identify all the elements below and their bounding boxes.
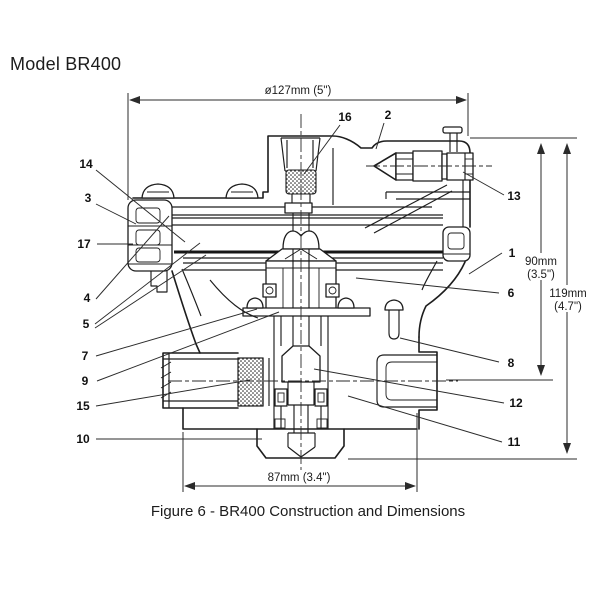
callout-leader-3 (95, 203, 137, 225)
left-flange-block (127, 199, 173, 272)
callout-label-5: 5 (83, 317, 90, 331)
callout-label-2: 2 (385, 108, 392, 122)
callout-label-11: 11 (508, 435, 521, 449)
cover-bolt-left (141, 183, 175, 199)
dim-height-total-value: 119mm (549, 288, 587, 300)
callout-leader-8 (399, 337, 500, 363)
valve-stem (292, 249, 310, 346)
callout-leader-6 (355, 277, 500, 294)
callout-label-4: 4 (84, 291, 91, 305)
callout-label-12: 12 (509, 396, 523, 410)
diaphragm-flange-band (127, 199, 471, 272)
pilot-screw-head (442, 126, 463, 134)
valve-cage (273, 316, 329, 429)
callout-leader-5 (94, 254, 207, 329)
dimension-lines: ø127mm (5") 90mm (3.5") 119mm (4.7") 87m… (127, 85, 591, 492)
callout-leader-13 (462, 171, 505, 196)
figure-caption: Figure 6 - BR400 Construction and Dimens… (150, 503, 466, 520)
strainer-stipple (237, 357, 264, 407)
callout-leader-9 (96, 311, 280, 382)
callout-label-10: 10 (76, 432, 90, 446)
bleed-pin (384, 299, 404, 311)
callout-leader-11 (347, 395, 503, 443)
dim-height-total-inches: (4.7") (554, 301, 582, 313)
callout-leader-14 (95, 169, 186, 243)
callout-label-13: 13 (507, 189, 521, 203)
callout-label-7: 7 (82, 349, 89, 363)
callout-leader-15 (95, 379, 251, 407)
dim-height-upper-value: 90mm (525, 256, 557, 268)
callout-leader-12 (313, 368, 505, 404)
bottom-flange (256, 428, 345, 459)
lower-body (160, 316, 438, 459)
callout-leader-5 (94, 242, 201, 325)
callout-label-14: 14 (79, 157, 93, 171)
callout-label-8: 8 (508, 356, 515, 370)
callout-label-9: 9 (82, 374, 89, 388)
right-flange-block (442, 226, 471, 262)
callout-label-3: 3 (85, 191, 92, 205)
callout-leader-1 (468, 252, 503, 275)
seat-plate (242, 307, 371, 317)
callout-label-15: 15 (76, 399, 90, 413)
callout-label-1: 1 (509, 246, 516, 260)
dim-height-upper-inches: (3.5") (527, 269, 555, 281)
callout-label-6: 6 (508, 286, 515, 300)
callout-leader-16 (303, 124, 341, 175)
pilot-assembly (373, 126, 474, 182)
callout-label-16: 16 (338, 110, 352, 124)
callout-leader-4 (95, 215, 170, 300)
cover-bolt-right (225, 183, 259, 199)
drain-plug (287, 432, 316, 458)
centerlines (168, 114, 492, 470)
callout-leader-2 (375, 122, 385, 150)
callout-label-17: 17 (77, 237, 91, 251)
page-title: Model BR400 (10, 54, 122, 74)
dim-diameter-top: ø127mm (5") (265, 85, 332, 97)
dim-width-bottom: 87mm (3.4") (268, 472, 331, 484)
callout-leader-7 (95, 308, 258, 357)
